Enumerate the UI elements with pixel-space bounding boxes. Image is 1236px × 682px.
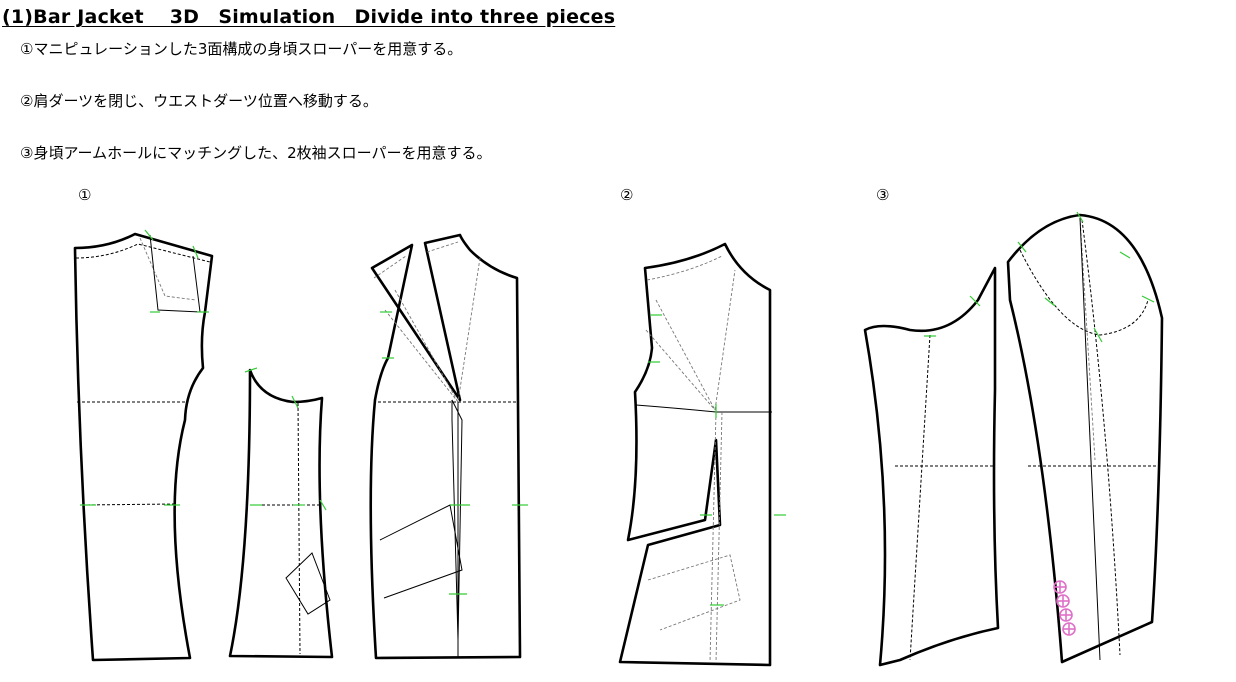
side-panel	[228, 367, 334, 659]
dart-moved-panel	[618, 242, 786, 667]
back-panel	[73, 229, 214, 662]
step-3-text: ③身頃アームホールにマッチングした、2枚袖スローパーを用意する。	[20, 144, 492, 162]
figure-label-1: ①	[78, 186, 92, 204]
page-title: (1)Bar Jacket 3D Simulation Divide into …	[2, 6, 616, 28]
figure-label-2: ②	[620, 186, 634, 204]
step-1-text: ①マニピュレーションした3面構成の身頃スローパーを用意する。	[20, 40, 463, 58]
front-panel	[369, 233, 528, 660]
top-sleeve	[1006, 211, 1164, 664]
step-2-text: ②肩ダーツを閉じ、ウエストダーツ位置へ移動する。	[20, 92, 378, 110]
figure-label-3: ③	[876, 186, 890, 204]
button-marks	[1053, 580, 1076, 636]
under-sleeve	[863, 266, 1000, 667]
